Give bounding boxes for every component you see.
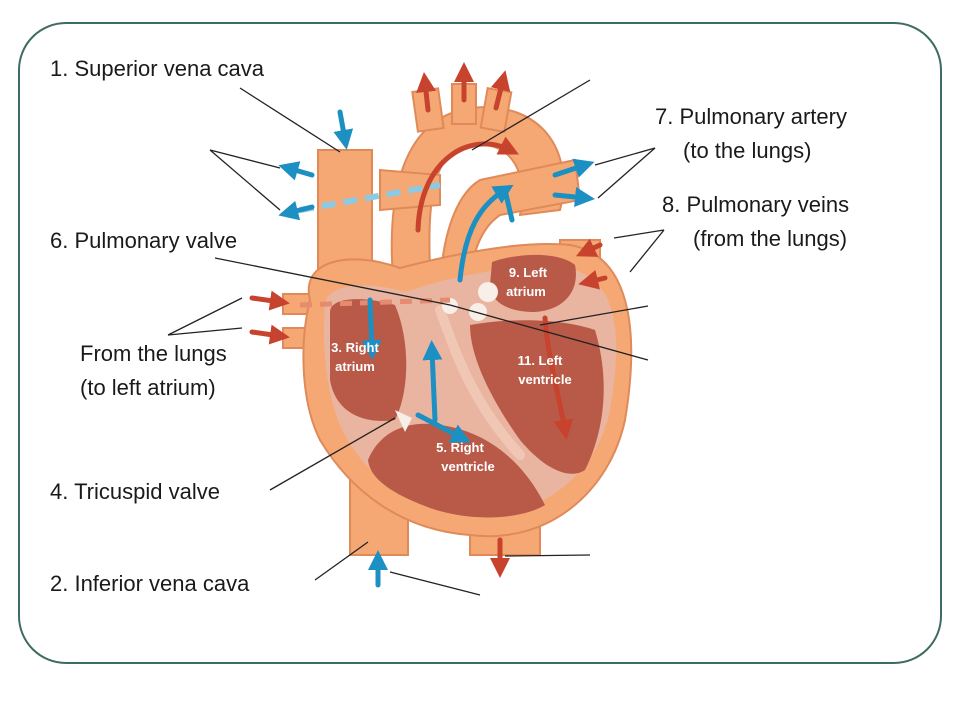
left-atrium-label-2: atrium (506, 284, 546, 299)
leader-lines (167, 79, 665, 596)
label-pulmonary-artery-1: 7. Pulmonary artery (655, 104, 847, 129)
aortic-valve-shape (469, 303, 487, 321)
oxygen-poor-flow-arrows (278, 109, 595, 588)
septum (435, 305, 525, 460)
label-pulmonary-veins-1: 8. Pulmonary veins (662, 192, 850, 217)
label-pulmonary-valve: 6. Pulmonary valve (50, 228, 238, 253)
left-ventricle-label-2: ventricle (518, 372, 571, 387)
right-ventricle (368, 423, 545, 518)
right-atrium (330, 299, 407, 421)
label-from-lungs-2: (to left atrium) (80, 375, 216, 400)
mitral-valve-shape (478, 282, 498, 302)
left-atrium-label-1: 9. Left (509, 265, 548, 280)
right-atrium-label-2: atrium (335, 359, 375, 374)
tricuspid-valve-shape (395, 410, 412, 432)
label-tricuspid-valve: 4. Tricuspid valve (50, 479, 220, 504)
dashed-flow-upper (299, 182, 441, 213)
right-ventricle-label-2: ventricle (441, 459, 494, 474)
label-pulmonary-veins-2: (from the lungs) (693, 226, 848, 251)
right-ventricle-label-1: 5. Right (436, 440, 484, 455)
left-ventricle-label-1: 11. Left (518, 353, 563, 368)
left-atrium (490, 254, 576, 312)
label-from-lungs-1: From the lungs (80, 341, 227, 366)
label-inferior-vena-cava: 2. Inferior vena cava (50, 571, 250, 596)
right-atrium-label-1: 3. Right (331, 340, 379, 355)
oxygen-rich-flow-arrows (249, 62, 608, 578)
label-superior-vena-cava: 1. Superior vena cava (50, 56, 265, 81)
dashed-flow-lower (299, 297, 451, 308)
label-pulmonary-artery-2: (to the lungs) (683, 138, 812, 163)
